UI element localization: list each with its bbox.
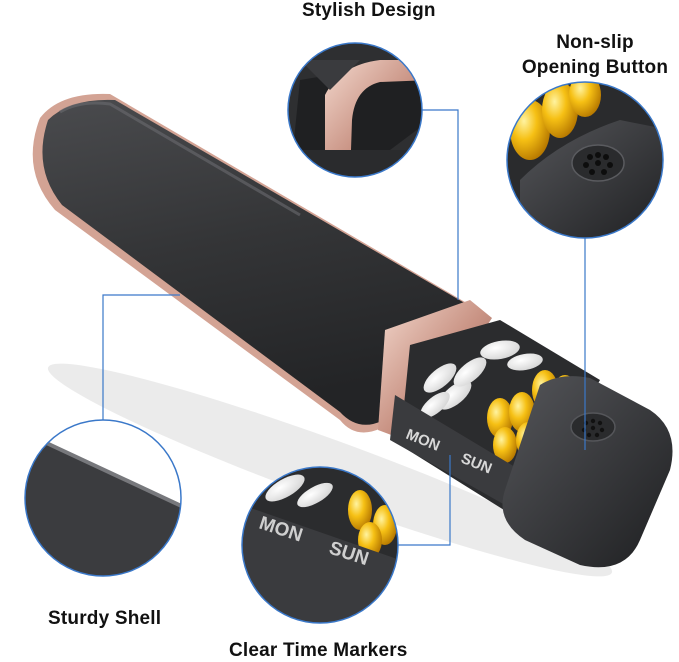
callout-stylish-design: Stylish Design [302, 0, 436, 21]
zoom-stylish-design [287, 42, 423, 178]
white-pills [420, 340, 543, 419]
callout-clear-time-markers: Clear Time Markers [229, 640, 408, 661]
callout-non-slip-button: Non-slip Opening Button [510, 30, 679, 80]
callout-non-slip-line2: Opening Button [521, 57, 669, 78]
pill-case-body: MON SUN [32, 93, 673, 568]
zoom-time-markers: MON SUN [241, 466, 399, 624]
zoom-sturdy-shell [24, 419, 182, 577]
opening-button [570, 412, 616, 442]
callout-non-slip-line1: Non-slip [556, 32, 634, 53]
callout-lines [102, 109, 586, 546]
zoom-opening-button [506, 81, 664, 239]
end-cap [502, 376, 673, 568]
callout-sturdy-shell: Sturdy Shell [48, 608, 162, 629]
